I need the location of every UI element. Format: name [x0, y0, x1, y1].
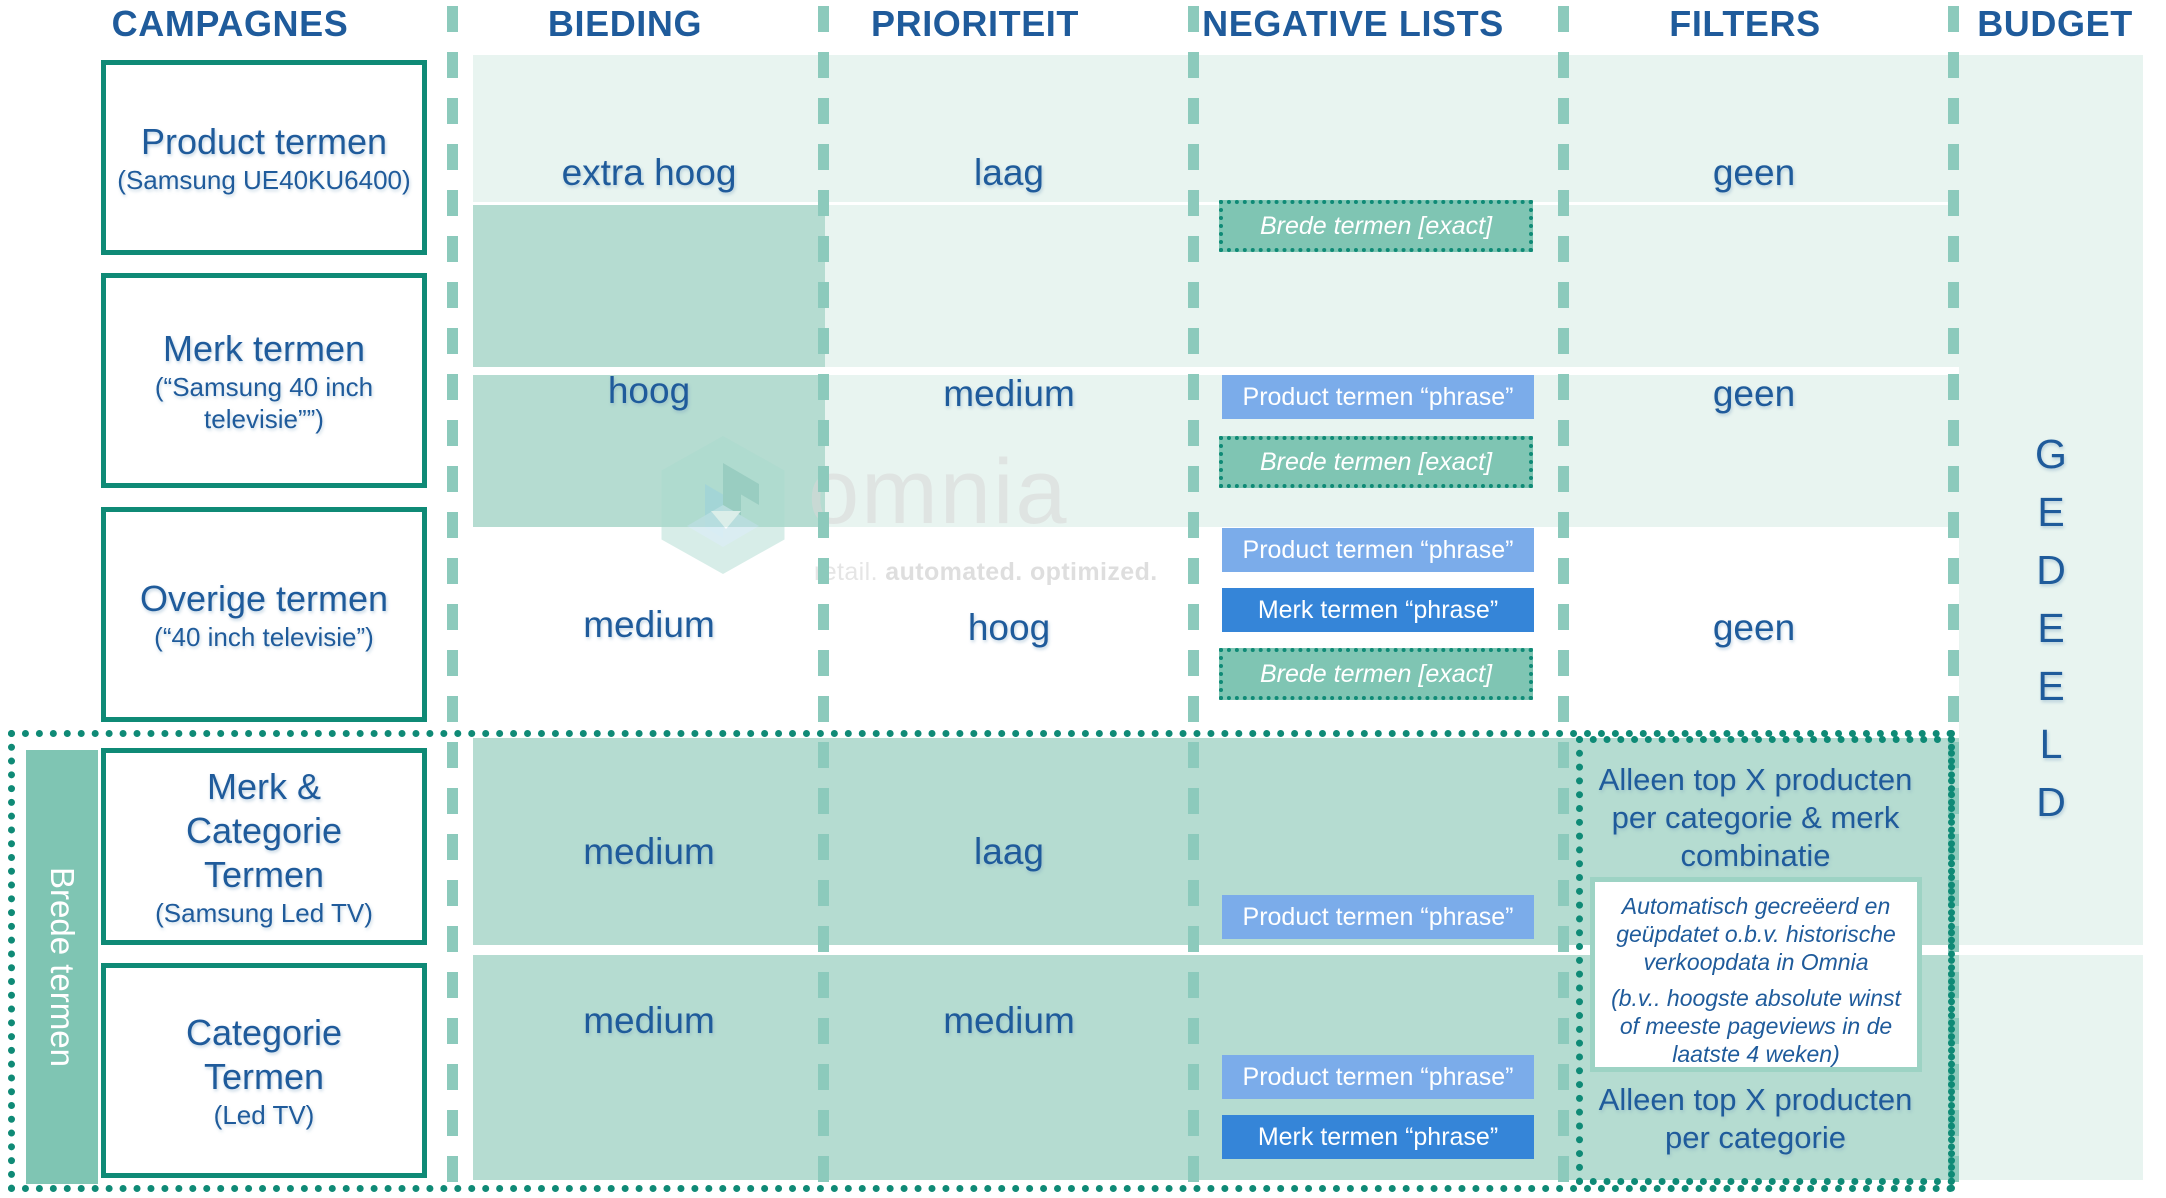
- campaign-title-line-3: Termen: [203, 853, 325, 895]
- campaign-box-product-termen[interactable]: Product termen (Samsung UE40KU6400): [101, 60, 427, 255]
- row1-band-ext2: [1145, 192, 2143, 202]
- campaign-title-line-2: Categorie: [185, 809, 343, 851]
- filters-auto-note-line2: (b.v.. hoogste absolute winst of meeste …: [1611, 985, 1901, 1067]
- prioriteit-value-row1: laag: [974, 152, 1044, 193]
- row5-budget-band: [1959, 955, 2143, 1180]
- campaign-subtitle: (Samsung Led TV): [155, 897, 373, 928]
- budget-column-bg: [1959, 55, 2143, 528]
- campaign-box-overige-termen[interactable]: Overige termen (“40 inch televisie”): [101, 507, 427, 722]
- campaign-box-merk-categorie-termen[interactable]: Merk & Categorie Termen (Samsung Led TV): [101, 748, 427, 945]
- header-campagnes: CAMPAGNES: [111, 3, 349, 44]
- header-budget: BUDGET: [1977, 3, 2133, 44]
- campaign-box-categorie-termen[interactable]: Categorie Termen (Led TV): [101, 963, 427, 1178]
- campaign-box-merk-termen[interactable]: Merk termen (“Samsung 40 inch televisie”…: [101, 273, 427, 488]
- campaign-title-line-1: Categorie: [185, 1011, 343, 1053]
- budget-letter-7: D: [2036, 779, 2066, 825]
- campaign-title: Merk termen: [162, 327, 366, 369]
- brede-termen-sidebar: Brede termen: [26, 750, 98, 1184]
- negative-chip-row5-1[interactable]: Product termen “phrase”: [1222, 1055, 1534, 1099]
- filters-box-row5: Alleen top X producten per categorie: [1588, 1075, 1923, 1161]
- prioriteit-value-row4: laag: [974, 831, 1044, 872]
- filters-value-row1: geen: [1712, 152, 1796, 193]
- filters-auto-note-line1: Automatisch gecreëerd en geüpdatet o.b.v…: [1616, 893, 1896, 975]
- budget-letter-5: E: [2037, 663, 2065, 709]
- budget-column-bg-2: [1959, 528, 2143, 738]
- campaign-subtitle: (Led TV): [213, 1099, 315, 1130]
- negative-chip-row2-2[interactable]: Brede termen [exact]: [1219, 436, 1533, 488]
- filters-box-row4: Alleen top X producten per categorie & m…: [1588, 755, 1923, 875]
- campaign-subtitle: (Samsung UE40KU6400): [117, 164, 411, 195]
- filters-value-row2: geen: [1712, 373, 1796, 414]
- campaign-subtitle: (“40 inch televisie”): [154, 621, 374, 652]
- filters-auto-note: Automatisch gecreëerd en geüpdatet o.b.v…: [1590, 877, 1922, 1072]
- brede-termen-label: Brede termen: [44, 867, 81, 1067]
- prioriteit-value-row5: medium: [943, 1000, 1075, 1041]
- negative-chip-row4-1[interactable]: Product termen “phrase”: [1222, 895, 1534, 939]
- negative-chip-row3-1[interactable]: Product termen “phrase”: [1222, 528, 1534, 572]
- header-bieding: BIEDING: [547, 3, 703, 44]
- row3-bieding-cell: [473, 375, 825, 527]
- campaign-subtitle: (“Samsung 40 inch televisie””): [154, 371, 374, 434]
- campaign-title-line-1: Merk &: [206, 765, 321, 807]
- bieding-value-row5: medium: [583, 1000, 715, 1041]
- campaign-title: Overige termen: [139, 577, 389, 619]
- budget-letter-3: D: [2036, 547, 2066, 593]
- row1-band: [473, 55, 2143, 192]
- prioriteit-value-row2: medium: [943, 373, 1075, 414]
- header-filters: FILTERS: [1669, 3, 1821, 44]
- negative-chip-row2-1[interactable]: Product termen “phrase”: [1222, 375, 1534, 419]
- header-prioriteit: PRIORITEIT: [870, 3, 1079, 44]
- budget-letter-1: G: [2035, 431, 2067, 477]
- campaign-title: Product termen: [140, 120, 388, 162]
- negative-chip-row3-3[interactable]: Brede termen [exact]: [1219, 648, 1533, 700]
- budget-letter-4: E: [2037, 605, 2065, 651]
- prioriteit-value-row3: hoog: [967, 607, 1051, 648]
- filters-value-row3: geen: [1712, 607, 1796, 648]
- row2-bieding-cell: [473, 205, 825, 367]
- negative-chip-row5-2[interactable]: Merk termen “phrase”: [1222, 1115, 1534, 1159]
- negative-chip-row3-2[interactable]: Merk termen “phrase”: [1222, 588, 1534, 632]
- budget-letter-6: L: [2039, 721, 2063, 767]
- row1-band-ext: [473, 192, 1145, 202]
- bieding-value-row2: hoog: [607, 370, 691, 411]
- separator-campagnes-bieding: [447, 6, 458, 1196]
- campaign-title-line-2: Termen: [203, 1055, 325, 1097]
- bieding-value-row3: medium: [583, 604, 715, 645]
- omnia-tagline: retail. automated. optimized.: [814, 558, 1158, 586]
- negative-chip-row1-1[interactable]: Brede termen [exact]: [1219, 200, 1533, 252]
- bieding-value-row4: medium: [583, 831, 715, 872]
- budget-letter-2: E: [2037, 489, 2065, 535]
- row4-budget-band: [1959, 738, 2143, 945]
- bieding-value-row1: extra hoog: [561, 152, 737, 193]
- budget-value-gedeeld: G E D E E L D: [1959, 425, 2143, 831]
- header-negative-lists: NEGATIVE LISTS: [1202, 3, 1504, 44]
